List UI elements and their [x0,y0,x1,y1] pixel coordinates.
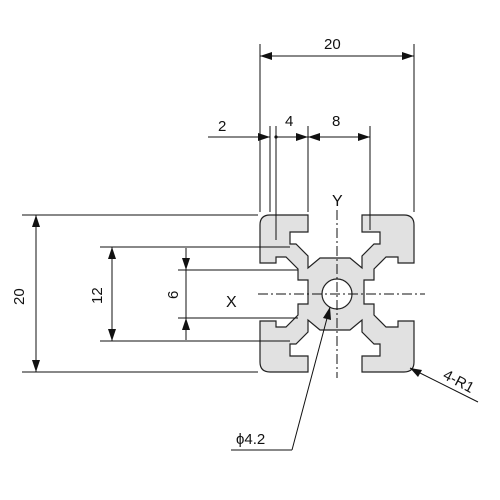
dim-slot-heights: 12 6 [89,246,298,342]
y-axis-label: Y [332,193,343,210]
slot-offset-value: 4 [285,113,293,130]
slot-height-inner-value: 6 [165,291,182,299]
dim-corner-radius: 4-R1 [409,367,479,403]
slot-height-outer-value: 12 [89,287,106,304]
slot-wall-value: 2 [218,118,226,135]
overall-height-value: 20 [11,288,28,305]
overall-width-value: 20 [324,36,341,53]
dim-slot-details: 2 4 8 [208,113,371,240]
dim-overall-width: 20 [259,36,415,212]
slot-opening-value: 8 [332,113,340,130]
dim-hole-diameter: ϕ4.2 [231,306,331,451]
x-axis-label: X [226,294,237,311]
dim-overall-height: 20 [11,214,258,373]
hole-diameter-value: ϕ4.2 [236,431,265,448]
center-lines [258,210,425,378]
